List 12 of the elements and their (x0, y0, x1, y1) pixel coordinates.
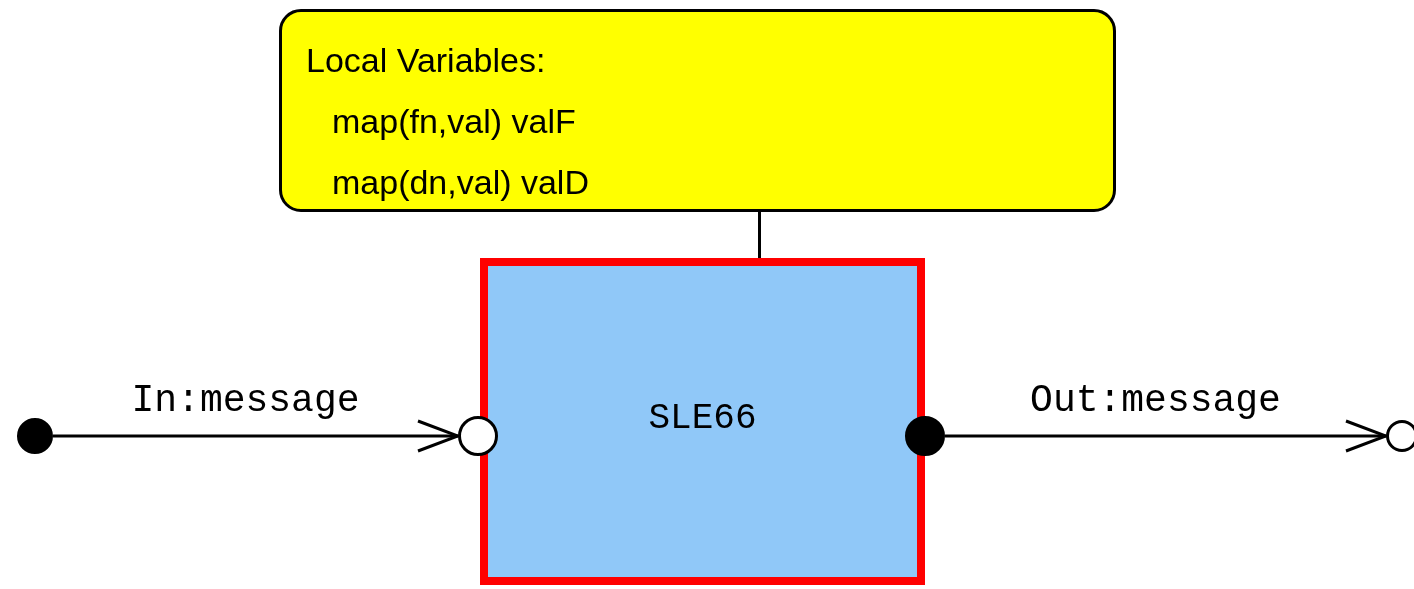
filled-port (17, 418, 53, 454)
arrow (945, 419, 1388, 453)
component-box (480, 258, 925, 585)
arrow (53, 419, 460, 453)
filled-port (905, 416, 945, 456)
callout-box (279, 9, 1116, 212)
callout-heading: Local Variables: (306, 40, 546, 81)
open-port (1386, 420, 1414, 452)
open-port (458, 416, 498, 456)
variable-text: map(fn,val) valF (331, 101, 576, 142)
variable-text: map(dn,val) valD (331, 162, 589, 203)
component-name: SLE66 (648, 398, 757, 439)
